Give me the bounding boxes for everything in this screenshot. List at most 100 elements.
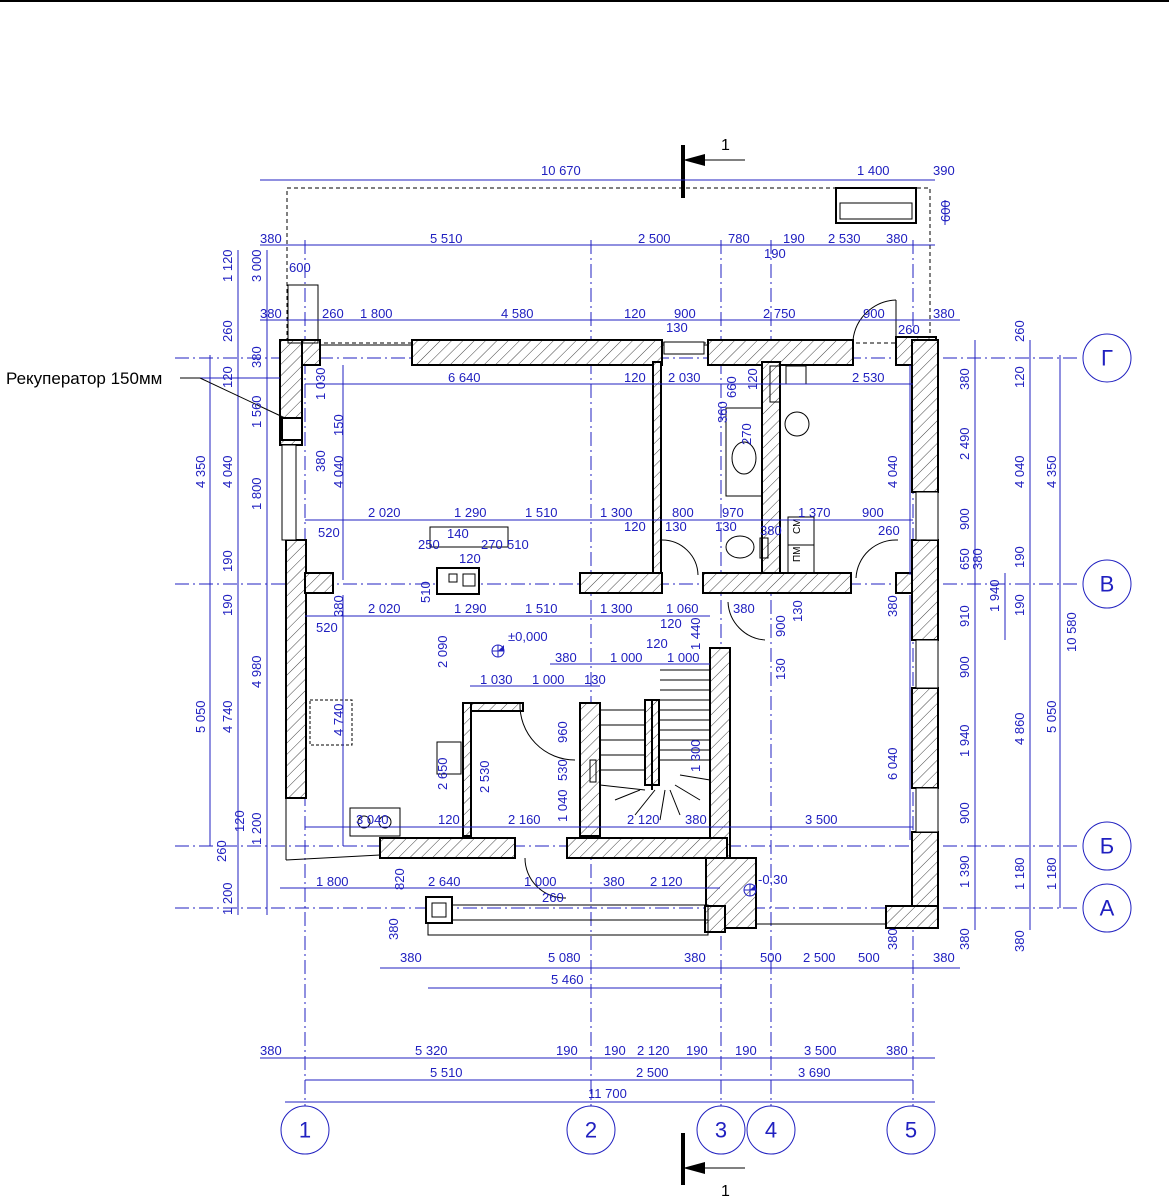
svg-text:2 020: 2 020 (368, 505, 401, 520)
svg-text:380: 380 (685, 812, 707, 827)
svg-text:130: 130 (665, 519, 687, 534)
svg-text:1 510: 1 510 (525, 505, 558, 520)
svg-text:4 980: 4 980 (249, 655, 264, 688)
svg-text:2 650: 2 650 (435, 757, 450, 790)
svg-text:1 300: 1 300 (600, 601, 633, 616)
svg-text:380: 380 (386, 918, 401, 940)
svg-text:3 500: 3 500 (804, 1043, 837, 1058)
svg-text:900: 900 (862, 505, 884, 520)
svg-text:380: 380 (933, 306, 955, 321)
svg-text:1 000: 1 000 (532, 672, 565, 687)
svg-text:130: 130 (790, 600, 805, 622)
svg-text:1: 1 (721, 1183, 730, 1200)
svg-text:500: 500 (858, 950, 880, 965)
svg-text:260: 260 (898, 322, 920, 337)
svg-text:2 530: 2 530 (852, 370, 885, 385)
svg-text:130: 130 (666, 320, 688, 335)
svg-text:520: 520 (318, 525, 340, 540)
svg-text:1 200: 1 200 (249, 812, 264, 845)
svg-text:4 740: 4 740 (220, 700, 235, 733)
svg-text:250: 250 (418, 537, 440, 552)
svg-text:120: 120 (232, 810, 247, 832)
svg-text:А: А (1100, 896, 1115, 921)
svg-text:600: 600 (938, 200, 953, 222)
svg-text:190: 190 (220, 594, 235, 616)
svg-text:1 560: 1 560 (249, 395, 264, 428)
svg-text:11 700: 11 700 (588, 1086, 627, 1101)
svg-text:1 510: 1 510 (525, 601, 558, 616)
svg-text:1 000: 1 000 (524, 874, 557, 889)
svg-text:1 120: 1 120 (220, 249, 235, 282)
svg-text:1 800: 1 800 (249, 477, 264, 510)
svg-text:5 080: 5 080 (548, 950, 581, 965)
svg-text:380: 380 (886, 1043, 908, 1058)
svg-text:1 940: 1 940 (987, 579, 1002, 612)
svg-text:10 670: 10 670 (541, 163, 581, 178)
section-mark-top: 1 (681, 137, 745, 198)
svg-text:120: 120 (459, 551, 481, 566)
svg-text:380: 380 (1012, 930, 1027, 952)
svg-text:1 300: 1 300 (600, 505, 633, 520)
svg-text:380: 380 (886, 231, 908, 246)
fixtures: СМ ПМ (281, 284, 899, 936)
svg-text:2 640: 2 640 (428, 874, 461, 889)
svg-text:380: 380 (760, 523, 782, 538)
svg-text:5 510: 5 510 (430, 231, 463, 246)
svg-text:4 350: 4 350 (1044, 455, 1059, 488)
svg-text:2 030: 2 030 (668, 370, 701, 385)
svg-text:120: 120 (1012, 366, 1027, 388)
svg-text:120: 120 (624, 370, 646, 385)
svg-text:260: 260 (542, 890, 564, 905)
svg-text:2 120: 2 120 (637, 1043, 670, 1058)
svg-text:260: 260 (1012, 320, 1027, 342)
section-mark-bottom: 1 (681, 1133, 745, 1200)
svg-text:190: 190 (604, 1043, 626, 1058)
svg-text:3 040: 3 040 (356, 812, 389, 827)
svg-text:1 040: 1 040 (555, 789, 570, 822)
svg-text:260: 260 (878, 523, 900, 538)
svg-text:260: 260 (214, 840, 229, 862)
svg-text:380: 380 (555, 650, 577, 665)
svg-text:10 580: 10 580 (1064, 612, 1079, 652)
svg-text:910: 910 (957, 605, 972, 627)
svg-text:130: 130 (715, 519, 737, 534)
svg-text:1 180: 1 180 (1012, 857, 1027, 890)
svg-text:4 580: 4 580 (501, 306, 534, 321)
axis-bubbles: 1 2 3 4 5 Г В Б А (280, 333, 1132, 1155)
svg-text:3 690: 3 690 (798, 1065, 831, 1080)
axis-bubble-V: В (1082, 559, 1132, 609)
svg-text:190: 190 (1012, 594, 1027, 616)
svg-text:380: 380 (260, 1043, 282, 1058)
svg-text:1: 1 (721, 137, 730, 154)
axis-bubble-A: А (1082, 883, 1132, 933)
svg-text:970: 970 (722, 505, 744, 520)
svg-text:900: 900 (957, 802, 972, 824)
axis-bubble-B: Б (1082, 821, 1132, 871)
svg-text:380: 380 (885, 595, 900, 617)
svg-text:4 040: 4 040 (331, 455, 346, 488)
svg-text:120: 120 (220, 366, 235, 388)
svg-text:380: 380 (249, 346, 264, 368)
svg-text:3 000: 3 000 (249, 249, 264, 282)
svg-text:510: 510 (507, 537, 529, 552)
svg-text:190: 190 (783, 231, 805, 246)
svg-text:120: 120 (660, 616, 682, 631)
svg-text:1 300: 1 300 (688, 739, 703, 772)
svg-text:4 040: 4 040 (220, 455, 235, 488)
svg-text:500: 500 (760, 950, 782, 965)
svg-text:1 290: 1 290 (454, 505, 487, 520)
svg-text:2 020: 2 020 (368, 601, 401, 616)
svg-text:4: 4 (765, 1118, 777, 1143)
svg-text:1 290: 1 290 (454, 601, 487, 616)
dimension-labels-horizontal: 10 670 1 400 390 380 5 510 2 500 780 190… (260, 163, 955, 1101)
svg-text:380: 380 (313, 450, 328, 472)
svg-text:380: 380 (885, 928, 900, 950)
svg-text:900: 900 (674, 306, 696, 321)
svg-text:5 050: 5 050 (1044, 700, 1059, 733)
room-tag-pm: ПМ (792, 546, 803, 562)
svg-text:В: В (1100, 572, 1115, 597)
axis-bubble-3: 3 (696, 1105, 746, 1155)
axis-bubble-G: Г (1082, 333, 1132, 383)
svg-text:190: 190 (764, 246, 786, 261)
svg-text:190: 190 (1012, 546, 1027, 568)
